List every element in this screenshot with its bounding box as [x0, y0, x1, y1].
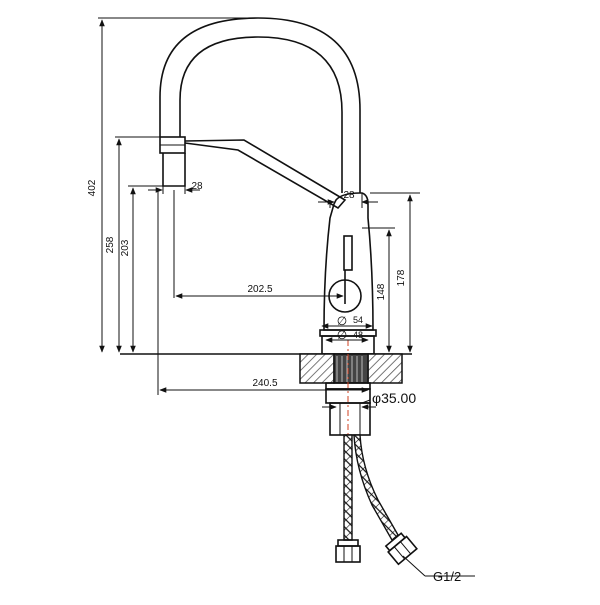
dim-label-mount-hole: φ35.00	[372, 390, 416, 406]
dim-label-202-5: 202.5	[247, 284, 272, 295]
diameter-symbol-48: ∅	[337, 328, 347, 342]
countertop-section	[299, 353, 403, 384]
mount-shank	[333, 353, 369, 384]
dim-label-178: 178	[396, 269, 407, 286]
dim-label-148: 148	[376, 283, 387, 300]
gooseneck-outer	[159, 17, 361, 193]
dim-label-48: 48	[353, 330, 363, 340]
base-ring	[319, 329, 377, 337]
dim-label-203: 203	[120, 239, 131, 256]
dim-label-thread: G1/2	[433, 569, 461, 584]
dim-label-258: 258	[105, 236, 116, 253]
dim-label-54: 54	[353, 315, 363, 325]
gooseneck-inner	[179, 36, 343, 193]
dimension-lines	[98, 17, 475, 577]
dim-label-240-5: 240.5	[252, 378, 277, 389]
side-lever	[184, 139, 347, 210]
dim-label-402: 402	[87, 179, 98, 196]
spout-outlet	[162, 153, 186, 187]
dim-label-outlet-28: 28	[191, 181, 203, 192]
main-body	[323, 192, 374, 331]
supply-hoses	[335, 434, 418, 566]
diameter-symbol-54: ∅	[337, 314, 347, 328]
dim-label-body-28: 28	[343, 190, 355, 201]
handle-slot	[343, 235, 353, 271]
